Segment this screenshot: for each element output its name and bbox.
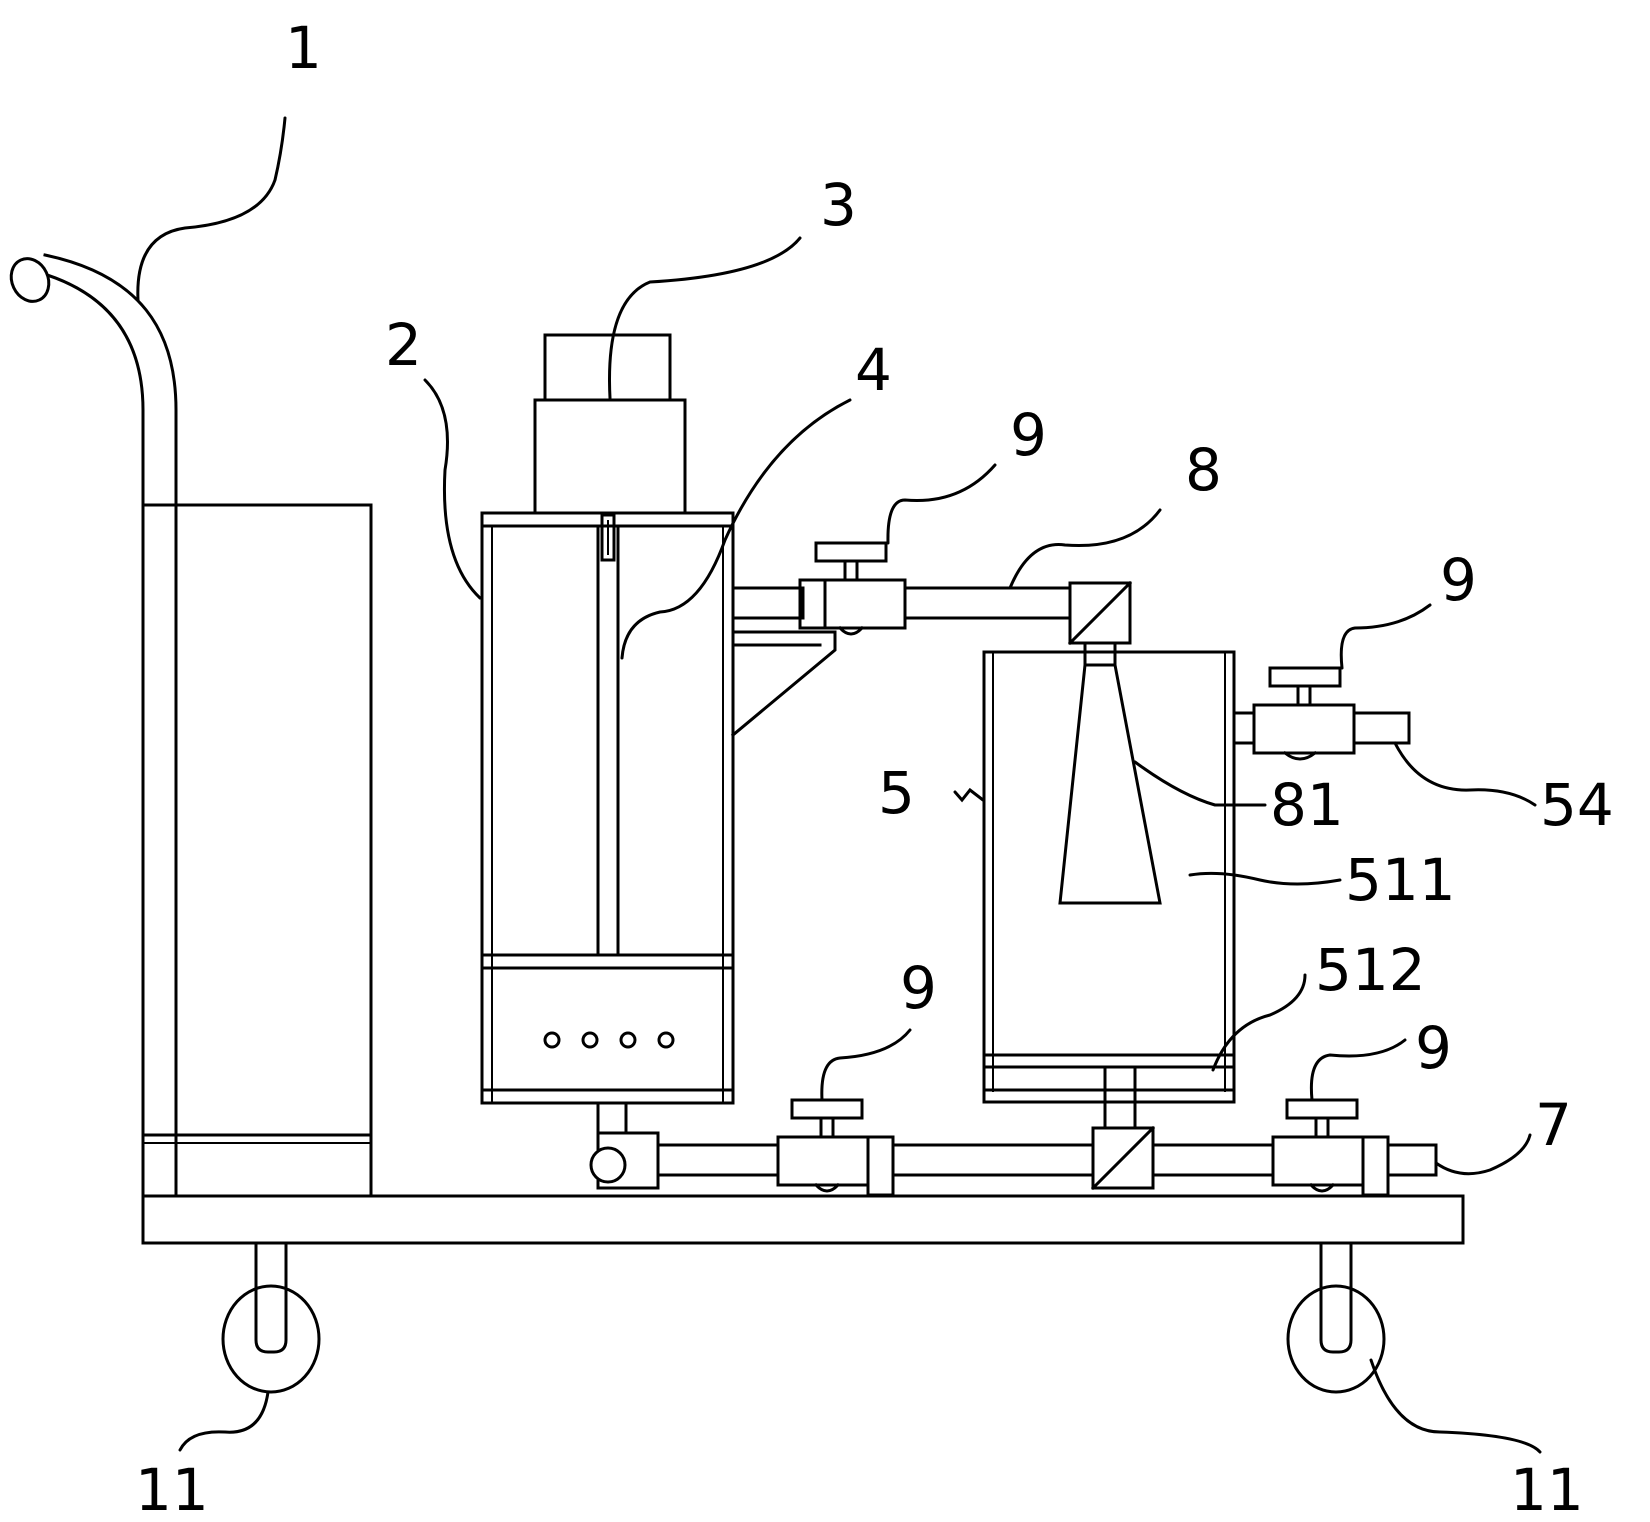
label-4: 4 (855, 336, 892, 404)
spray-pipe (731, 578, 1133, 667)
stirring-shaft (596, 513, 620, 957)
side-bracket (730, 630, 837, 738)
valve-right (1268, 666, 1342, 707)
label-7: 7 (1535, 1091, 1572, 1159)
valve-top (814, 541, 888, 636)
separator-tank (982, 650, 1236, 1104)
cart-platform (141, 1194, 1465, 1245)
outlet-pipe (1232, 703, 1411, 761)
label-3: 3 (820, 171, 857, 239)
label-11-left: 11 (135, 1456, 209, 1522)
label-9-bottom-left: 9 (900, 954, 937, 1022)
label-2: 2 (385, 311, 422, 379)
tank (480, 511, 735, 1105)
cabinet (141, 503, 373, 1198)
leader-lines (136, 116, 1542, 1454)
label-54: 54 (1540, 771, 1614, 839)
label-11-right: 11 (1510, 1456, 1584, 1522)
label-512: 512 (1315, 936, 1426, 1004)
label-81: 81 (1270, 771, 1344, 839)
label-8: 8 (1185, 436, 1222, 504)
base-pipe (589, 1065, 1438, 1197)
valve-bottom-right (1285, 1098, 1359, 1193)
wheel-left (221, 1241, 321, 1394)
wheel-right (1286, 1241, 1386, 1394)
valve-bottom-left (790, 1098, 864, 1193)
nozzle (1058, 663, 1162, 905)
label-1: 1 (285, 14, 322, 82)
motor (533, 333, 687, 515)
label-9-right: 9 (1440, 546, 1477, 614)
label-511: 511 (1345, 846, 1456, 914)
reference-labels: 1 3 2 4 9 8 9 5 81 54 511 512 9 9 7 11 1… (135, 14, 1614, 1522)
label-9-bottom-right: 9 (1415, 1014, 1452, 1082)
cart-handle (9, 253, 178, 1198)
label-9-top: 9 (1010, 401, 1047, 469)
label-5: 5 (878, 759, 915, 827)
